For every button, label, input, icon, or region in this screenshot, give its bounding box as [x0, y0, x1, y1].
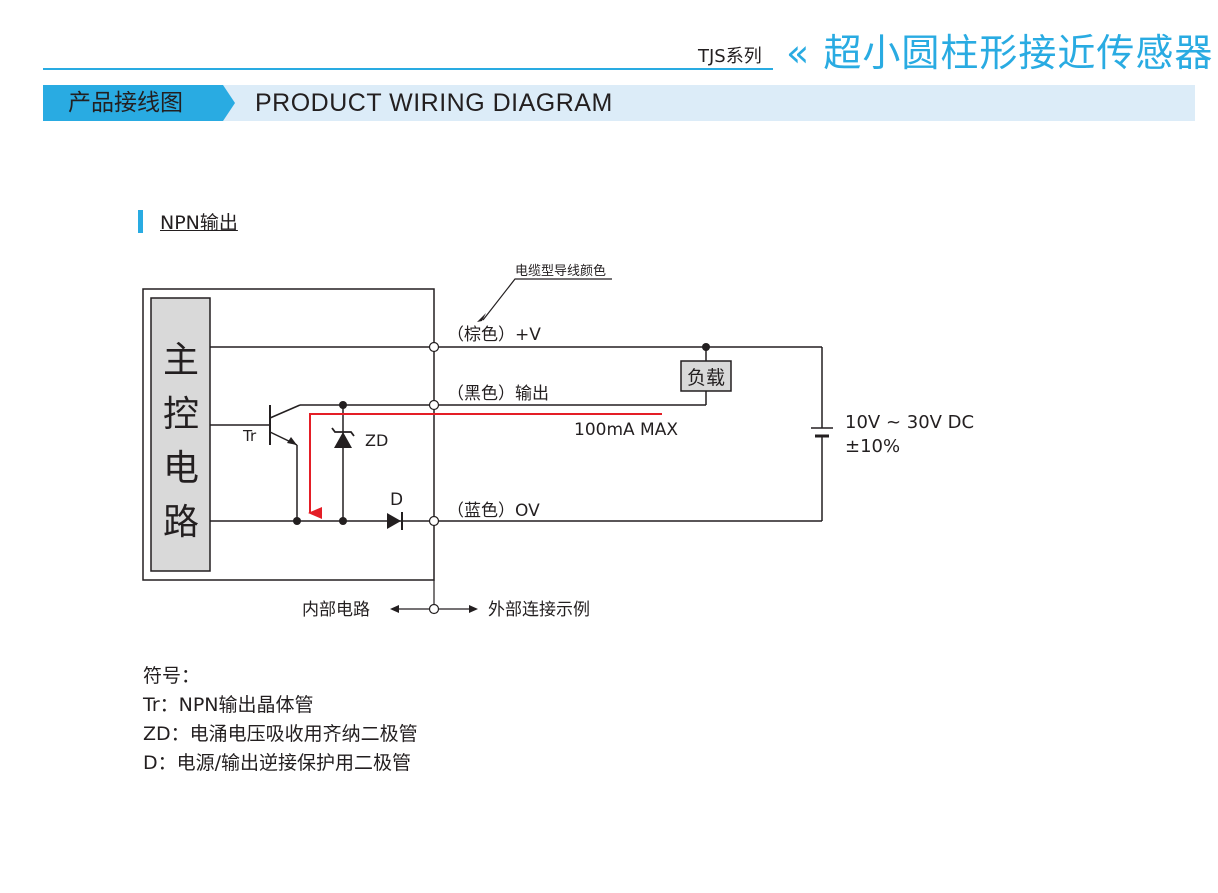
left-arrow-icon	[390, 605, 399, 613]
transistor-emitter-arrow-icon	[287, 437, 297, 445]
section-arrow-icon	[223, 85, 235, 121]
terminal-zero	[428, 515, 440, 527]
note-arrow-icon	[477, 313, 486, 322]
zener-bar	[331, 427, 355, 437]
section-title-cn: 产品接线图	[43, 85, 223, 121]
header-rule	[43, 68, 773, 70]
page-header: TJS系列 « 超小圆柱形接近传感器	[0, 0, 1218, 80]
legend-item: ZD：电涌电压吸收用齐纳二极管	[143, 723, 418, 745]
series-label: TJS系列	[698, 46, 762, 67]
legend-heading: 符号：	[143, 665, 201, 687]
subsection-title: NPN输出	[160, 212, 238, 234]
terminal-positive	[428, 341, 440, 353]
sensor-box	[142, 288, 435, 581]
internal-circuit-label: 内部电路	[302, 600, 370, 620]
cable-color-note: 电缆型导线颜色	[515, 263, 606, 279]
section-bar: 产品接线图 PRODUCT WIRING DIAGRAM	[43, 85, 1195, 121]
current-limit-label: 100mA MAX	[574, 420, 678, 440]
supply-tolerance-label: ±10%	[845, 436, 900, 457]
note-leader	[482, 278, 612, 321]
load-label: 负载	[687, 367, 725, 389]
zener-label: ZD	[365, 431, 388, 450]
supply-voltage-label: 10V ~ 30V DC	[845, 412, 974, 433]
external-connection-label: 外部连接示例	[488, 600, 590, 620]
main-circuit-box	[150, 297, 211, 572]
junction-dot	[293, 517, 301, 525]
page-title: « 超小圆柱形接近传感器	[786, 31, 1214, 75]
wire-label-positive: （棕色）+V	[447, 325, 541, 345]
symbol-legend: 符号： Tr：NPN输出晶体管 ZD：电涌电压吸收用齐纳二极管 D：电源/输出逆…	[143, 662, 418, 778]
main-circuit-char: 路	[163, 502, 199, 543]
section-title-en: PRODUCT WIRING DIAGRAM	[255, 89, 613, 117]
diode-icon	[387, 513, 401, 529]
main-circuit-char: 电	[163, 448, 199, 489]
zener-diode-icon	[334, 432, 352, 448]
boundary-terminal	[428, 603, 440, 615]
wire-label-zero: （蓝色）OV	[447, 501, 540, 521]
transistor-label: Tr	[242, 427, 257, 445]
legend-item: D：电源/输出逆接保护用二极管	[143, 752, 412, 774]
main-circuit-char: 控	[163, 394, 199, 435]
legend-item: Tr：NPN输出晶体管	[143, 694, 314, 716]
diode-label: D	[390, 490, 403, 510]
junction-dot	[339, 517, 347, 525]
subhead-marker	[138, 210, 143, 233]
transistor-collector	[269, 404, 301, 419]
terminal-output	[428, 399, 440, 411]
wire-label-output: （黑色）输出	[447, 384, 549, 404]
main-circuit-char: 主	[163, 340, 199, 381]
current-path	[308, 413, 662, 519]
right-arrow-icon	[469, 605, 478, 613]
